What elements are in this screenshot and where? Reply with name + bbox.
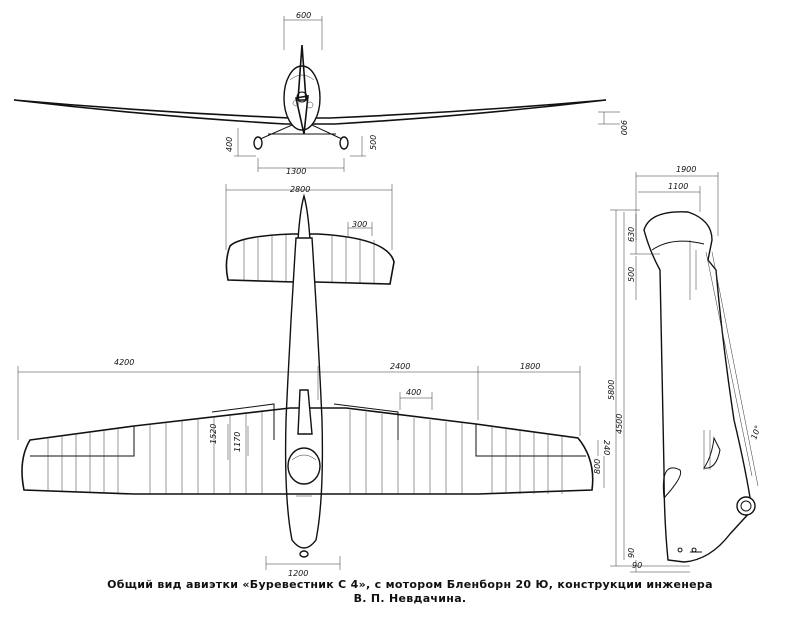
caption-line-1: Общий вид авиэтки «Буревестник С 4», с м… [107, 578, 713, 591]
dim-side-top: 630 [627, 227, 636, 242]
dim-tip-outer: 240 [602, 440, 611, 455]
dim-root-chord: 1520 [209, 424, 218, 444]
dim-front-width: 600 [296, 11, 311, 20]
dim-track: 1300 [286, 167, 306, 176]
dim-tip-chord: 800 [593, 459, 602, 474]
dim-center-span: 2400 [390, 362, 410, 371]
figure-caption: Общий вид авиэтки «Буревестник С 4», с м… [60, 578, 760, 606]
dim-side-base: 90 [632, 561, 642, 570]
dim-tail-width: 1200 [288, 569, 308, 578]
dim-outer-span: 1800 [520, 362, 540, 371]
dim-side-fin: 1100 [668, 182, 688, 191]
dim-aileron-chord: 1170 [233, 432, 242, 452]
dim-stab-span: 2800 [290, 185, 310, 194]
side-view [610, 172, 759, 573]
dimension-labels: 600 900 400 500 1300 2800 300 4200 2400 … [114, 11, 763, 578]
plan-view [17, 184, 605, 570]
dim-half-span: 4200 [114, 358, 134, 367]
dim-aileron: 400 [406, 388, 421, 397]
dim-front-height: 900 [619, 120, 628, 135]
dim-side-bottom: 90 [627, 548, 636, 558]
dim-total-length: 5800 [607, 380, 616, 400]
front-view [13, 16, 620, 172]
dim-front-gear-left: 400 [225, 137, 234, 152]
dim-side-seg: 500 [627, 267, 636, 282]
dim-side-width: 1900 [676, 165, 696, 174]
dim-stab-chord: 300 [352, 220, 367, 229]
caption-line-2: В. П. Невдачина. [353, 592, 467, 605]
dim-inner-length: 4500 [615, 414, 624, 434]
dim-side-angle: 10° [749, 424, 762, 440]
dim-front-gear-right: 500 [369, 135, 378, 150]
